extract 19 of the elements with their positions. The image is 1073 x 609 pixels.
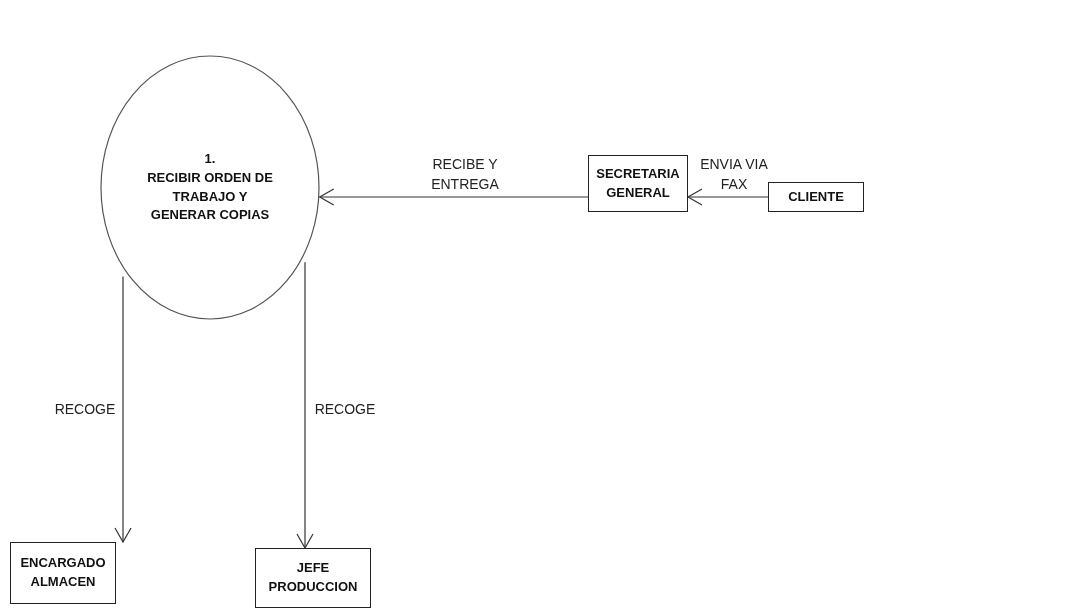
edge-label: RECOGE	[313, 400, 377, 419]
node-label: RECIBIR ORDEN DE TRABAJO Y GENERAR COPIAS	[146, 168, 274, 225]
process-number: 1.	[204, 149, 216, 168]
process-circle	[100, 55, 320, 320]
arrow	[687, 188, 769, 206]
entity-box	[588, 155, 688, 212]
arrow	[114, 275, 132, 543]
entity-box	[768, 182, 864, 212]
node-label: JEFE PRODUCCION	[267, 559, 359, 596]
node-label: SECRETARIA GENERAL	[595, 164, 681, 202]
entity-box	[255, 548, 371, 608]
node-label: ENCARGADO ALMACEN	[19, 554, 107, 591]
arrow	[296, 261, 314, 549]
entity-box	[10, 542, 116, 604]
edge-label: RECIBE Y ENTREGA	[430, 155, 500, 194]
edge-label: RECOGE	[53, 400, 117, 419]
edge-label: ENVIA VIA FAX	[700, 155, 768, 194]
arrow	[319, 188, 589, 206]
node-label: CLIENTE	[788, 187, 844, 206]
